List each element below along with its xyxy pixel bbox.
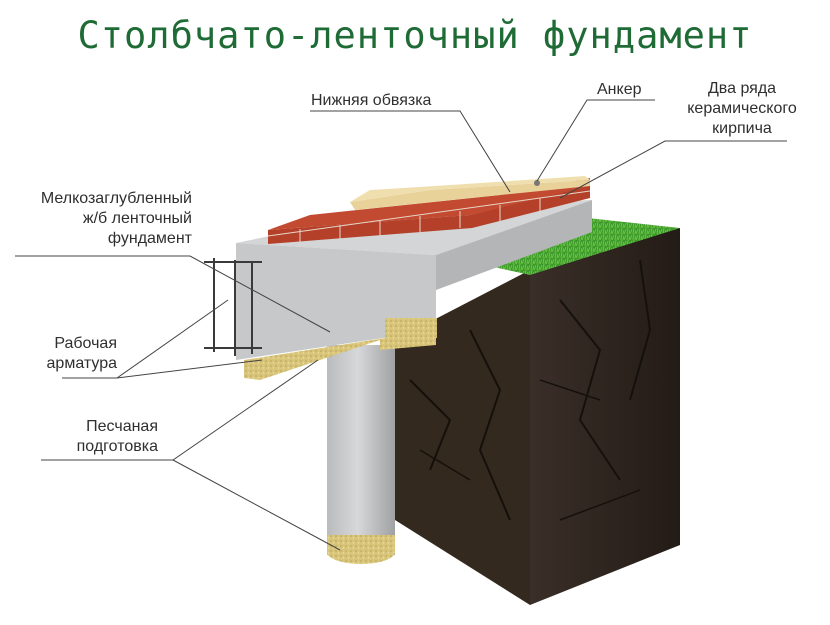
label-rebar-line-1: Рабочая xyxy=(54,335,117,352)
diagram-title: Столбчато-ленточный фундамент xyxy=(77,14,753,57)
label-strip-line-1: Мелкозаглубленный xyxy=(40,190,192,207)
label-sand-line-1: Песчаная xyxy=(86,418,158,435)
label-strip-line-2: ж/б ленточный xyxy=(82,210,192,227)
brick-rows xyxy=(267,178,591,244)
label-sand-line-2: подготовка xyxy=(76,438,158,455)
label-brick-rows-line-2: керамического xyxy=(687,100,797,117)
label-rebar-line-2: арматура xyxy=(46,355,117,372)
label-sand-bed: Песчаная подготовка xyxy=(40,417,158,457)
anchor-bolt xyxy=(534,180,540,186)
concrete-pillar xyxy=(327,345,395,564)
label-anchor: Анкер xyxy=(597,81,642,98)
label-bottom-binding: Нижняя обвязка xyxy=(311,92,432,109)
label-rebar: Рабочая арматура xyxy=(20,334,117,374)
label-strip-line-3: фундамент xyxy=(107,230,192,247)
wooden-binding xyxy=(350,176,590,210)
label-brick-rows-line-3: кирпича xyxy=(712,120,772,137)
label-strip-foundation: Мелкозаглубленный ж/б ленточный фундамен… xyxy=(10,189,192,249)
label-brick-rows-line-1: Два ряда xyxy=(707,80,777,97)
leader-lines xyxy=(15,99,787,551)
soil-block xyxy=(395,215,680,605)
label-brick-rows: Два ряда керамического кирпича xyxy=(668,79,816,139)
